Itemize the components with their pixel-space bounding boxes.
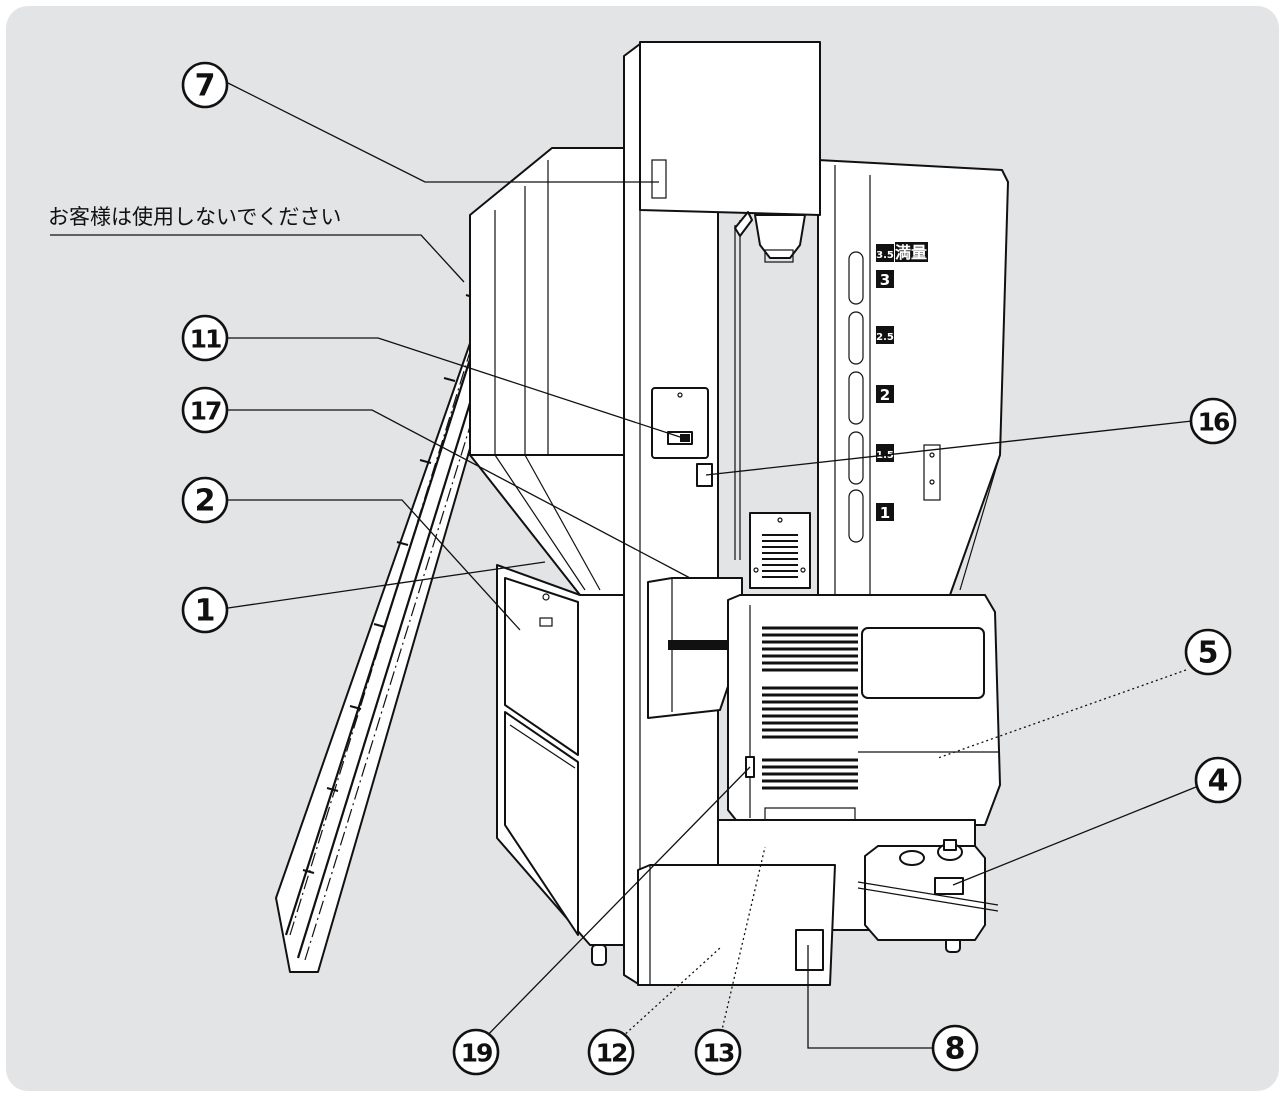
left-tank xyxy=(469,147,641,596)
level-full-label: 満量 xyxy=(895,243,927,262)
callout-17: 17 xyxy=(181,386,229,434)
front-cover-panel xyxy=(637,864,836,986)
callout-16: 16 xyxy=(1189,397,1237,445)
burner-unit xyxy=(727,594,1001,826)
callout-13-label: 13 xyxy=(703,1039,734,1068)
callout-19-label: 19 xyxy=(461,1039,492,1068)
callout-11-label: 11 xyxy=(190,325,221,354)
callout-4: 4 xyxy=(1194,756,1242,804)
level-mark-3: 3 xyxy=(880,271,890,289)
callout-12: 12 xyxy=(587,1028,635,1076)
callout-19: 19 xyxy=(452,1028,500,1076)
level-mark-1: 1 xyxy=(880,504,890,522)
leader-lines xyxy=(50,82,1197,1049)
callout-13: 13 xyxy=(694,1028,742,1076)
callout-4-label: 4 xyxy=(1208,764,1229,799)
machine-illustration: 3.5 満量 3 2.5 2 1.5 1 xyxy=(275,41,1009,986)
callout-17-label: 17 xyxy=(190,397,221,426)
level-scale: 3.5 満量 3 2.5 2 1.5 1 xyxy=(876,242,928,522)
discharge-chute xyxy=(734,211,806,560)
top-control-box xyxy=(639,41,821,216)
callout-8-label: 8 xyxy=(945,1032,966,1067)
callout-1-label: 1 xyxy=(195,594,216,629)
callout-11: 11 xyxy=(181,314,229,362)
callout-8: 8 xyxy=(931,1024,979,1072)
callout-2: 2 xyxy=(181,476,229,524)
small-label-plate xyxy=(696,463,713,487)
callout-7-label: 7 xyxy=(195,69,216,104)
callout-1: 1 xyxy=(181,586,229,634)
callout-5-label: 5 xyxy=(1198,636,1219,671)
switch-panel xyxy=(651,387,709,459)
note-do-not-use: お客様は使用しないでください xyxy=(48,205,341,229)
level-mark-2-5: 2.5 xyxy=(876,332,894,343)
column-vent xyxy=(749,512,811,589)
callout-7: 7 xyxy=(181,61,229,109)
level-mark-3-5: 3.5 xyxy=(876,250,894,261)
lower-left-cabinet xyxy=(496,564,641,966)
right-tank xyxy=(817,159,1009,596)
callout-12-label: 12 xyxy=(596,1039,627,1068)
callout-2-label: 2 xyxy=(195,484,216,519)
level-mark-2: 2 xyxy=(880,386,890,404)
callout-5: 5 xyxy=(1184,628,1232,676)
callout-16-label: 16 xyxy=(1198,408,1230,437)
fuel-tank xyxy=(857,839,999,941)
